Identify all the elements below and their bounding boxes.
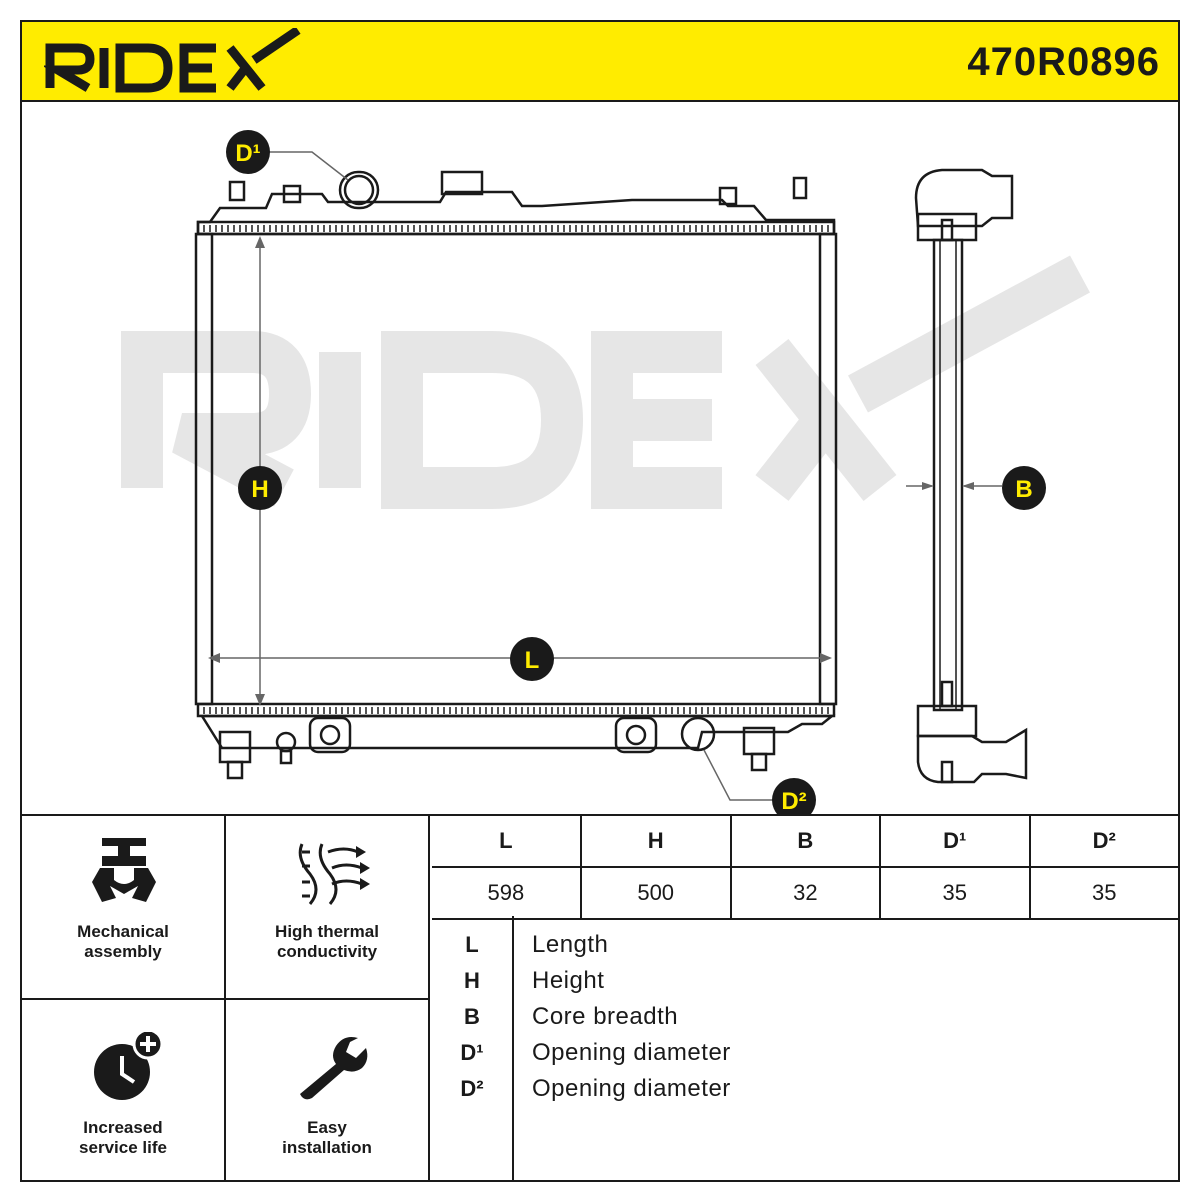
svg-text:D²: D² <box>781 788 806 814</box>
dim-header-h: H <box>580 816 732 868</box>
part-number: 470R0896 <box>967 40 1160 84</box>
callout-b: B <box>1002 466 1046 510</box>
svg-text:D¹: D¹ <box>235 140 260 167</box>
ridex-logo <box>44 28 301 93</box>
feature-label-line1: Easy <box>307 1118 347 1137</box>
feature-label-line1: Increased <box>83 1118 163 1137</box>
feature-label-line2: assembly <box>84 942 162 961</box>
mechanical-assembly-icon <box>92 838 156 902</box>
legend-row: B Core breadth <box>432 1000 1178 1036</box>
dim-value-b: 32 <box>730 867 882 920</box>
callout-d1: D¹ <box>226 130 270 174</box>
dim-value-d1: 35 <box>880 867 1031 920</box>
callout-l: L <box>510 637 554 681</box>
legend-divider <box>512 916 514 1182</box>
legend-text: Opening diameter <box>532 1075 731 1102</box>
dimensions-header-row: L H B D¹ D² <box>432 816 1178 868</box>
legend-row: L Length <box>432 928 1178 964</box>
svg-text:B: B <box>1015 476 1032 503</box>
legend-symbol: D² <box>460 1076 484 1101</box>
wrench-icon <box>300 1037 368 1100</box>
feature-easy-installation: Easy installation <box>226 1000 430 1182</box>
dim-header-d1: D¹ <box>880 816 1031 868</box>
clock-plus-icon <box>94 1032 164 1100</box>
dimensions-legend: L Length H Height B Core breadth D¹ Open… <box>432 916 1178 1182</box>
radiator-side-view <box>914 168 1028 784</box>
legend-row: D¹ Opening diameter <box>432 1036 1178 1072</box>
feature-mechanical-assembly: Mechanical assembly <box>22 816 226 1000</box>
dimensions-value-row: 598 500 32 35 35 <box>432 867 1178 920</box>
dim-header-d2: D² <box>1029 816 1178 868</box>
svg-text:H: H <box>251 476 268 503</box>
radiator-diagram: D¹ H L B D² <box>121 130 1090 814</box>
dim-header-b: B <box>730 816 882 868</box>
legend-text: Length <box>532 931 609 958</box>
legend-symbol: B <box>464 1004 480 1029</box>
legend-symbol: H <box>464 968 480 993</box>
header-bar: 470R0896 <box>22 22 1178 102</box>
legend-text: Opening diameter <box>532 1039 731 1066</box>
dim-value-d2: 35 <box>1029 867 1178 920</box>
legend-symbol: D¹ <box>460 1040 484 1065</box>
page-frame: 470R0896 <box>20 20 1180 1182</box>
watermark-logo <box>121 255 1090 509</box>
svg-text:L: L <box>525 647 540 674</box>
specs-panel: Mechanical assembly <box>22 814 1178 1182</box>
feature-label-line2: installation <box>282 1138 372 1157</box>
header-teeth <box>203 225 829 714</box>
dim-header-l: L <box>432 816 582 868</box>
callout-d2: D² <box>772 778 816 814</box>
dim-value-h: 500 <box>580 867 732 920</box>
legend-row: D² Opening diameter <box>432 1072 1178 1108</box>
heat-flow-icon <box>298 843 370 905</box>
feature-thermal-conductivity: High thermal conductivity <box>226 816 430 1000</box>
callout-h: H <box>238 466 282 510</box>
legend-row: H Height <box>432 964 1178 1000</box>
feature-label-line1: Mechanical <box>77 922 169 941</box>
feature-label-line2: conductivity <box>276 942 378 961</box>
feature-label-line2: service life <box>79 1138 167 1157</box>
radiator-front-view <box>194 170 838 780</box>
feature-service-life: Increased service life <box>22 1000 226 1182</box>
dim-value-l: 598 <box>432 867 582 920</box>
legend-text: Height <box>532 967 605 994</box>
dimensions-table: L H B D¹ D² 598 500 32 35 35 <box>432 816 1178 920</box>
feature-label-line1: High thermal <box>275 922 379 941</box>
legend-text: Core breadth <box>532 1003 679 1030</box>
legend-symbol: L <box>465 932 479 957</box>
